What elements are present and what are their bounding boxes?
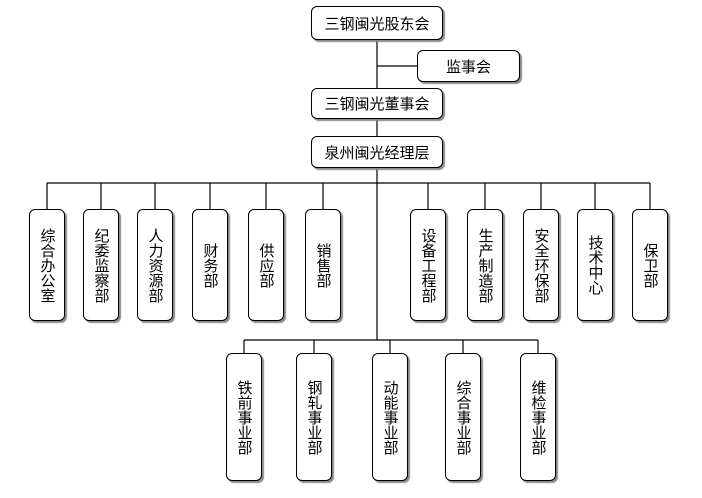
business-unit-label: 维检事业部 [529,379,548,455]
department-box: 设备工程部 [410,209,446,321]
business-unit-box: 综合事业部 [445,353,481,481]
department-box: 技术中心 [577,209,613,321]
department-label: 销售部 [314,242,333,288]
management-label: 泉州闽光经理层 [324,143,430,162]
department-label: 纪委监察部 [92,227,111,303]
department-label: 综合办公室 [38,227,57,303]
department-label: 设备工程部 [419,227,438,303]
department-label: 人力资源部 [146,227,165,303]
business-unit-box: 铁前事业部 [226,353,262,481]
business-unit-label: 动能事业部 [381,379,400,455]
business-unit-box: 钢轧事业部 [296,353,332,481]
shareholders-meeting-label: 三钢闽光股东会 [324,14,430,33]
business-unit-label: 钢轧事业部 [305,379,324,455]
board-of-directors-label: 三钢闽光董事会 [324,95,430,113]
business-unit-box: 动能事业部 [372,353,408,481]
supervisory-board-label: 监事会 [445,57,491,76]
department-box: 纪委监察部 [83,209,119,321]
department-box: 保卫部 [632,209,668,321]
department-box: 财务部 [192,209,228,321]
department-label: 保卫部 [641,242,660,288]
business-unit-label: 综合事业部 [454,379,473,455]
department-label: 安全环保部 [532,227,551,303]
department-box: 综合办公室 [29,209,65,321]
management-box: 泉州闽光经理层 [311,136,443,168]
board-of-directors-box: 三钢闽光董事会 [311,88,443,119]
department-label: 生产制造部 [476,227,495,303]
department-box: 安全环保部 [523,209,559,321]
business-unit-label: 铁前事业部 [235,379,254,455]
department-label: 财务部 [201,242,220,288]
department-box: 人力资源部 [137,209,173,321]
department-label: 供应部 [257,242,276,288]
department-label: 技术中心 [586,235,605,295]
supervisory-board-box: 监事会 [417,50,520,82]
business-unit-box: 维检事业部 [520,353,556,481]
department-box: 供应部 [248,209,284,321]
department-box: 销售部 [305,209,341,321]
department-box: 生产制造部 [467,209,503,321]
shareholders-meeting-box: 三钢闽光股东会 [311,6,443,40]
